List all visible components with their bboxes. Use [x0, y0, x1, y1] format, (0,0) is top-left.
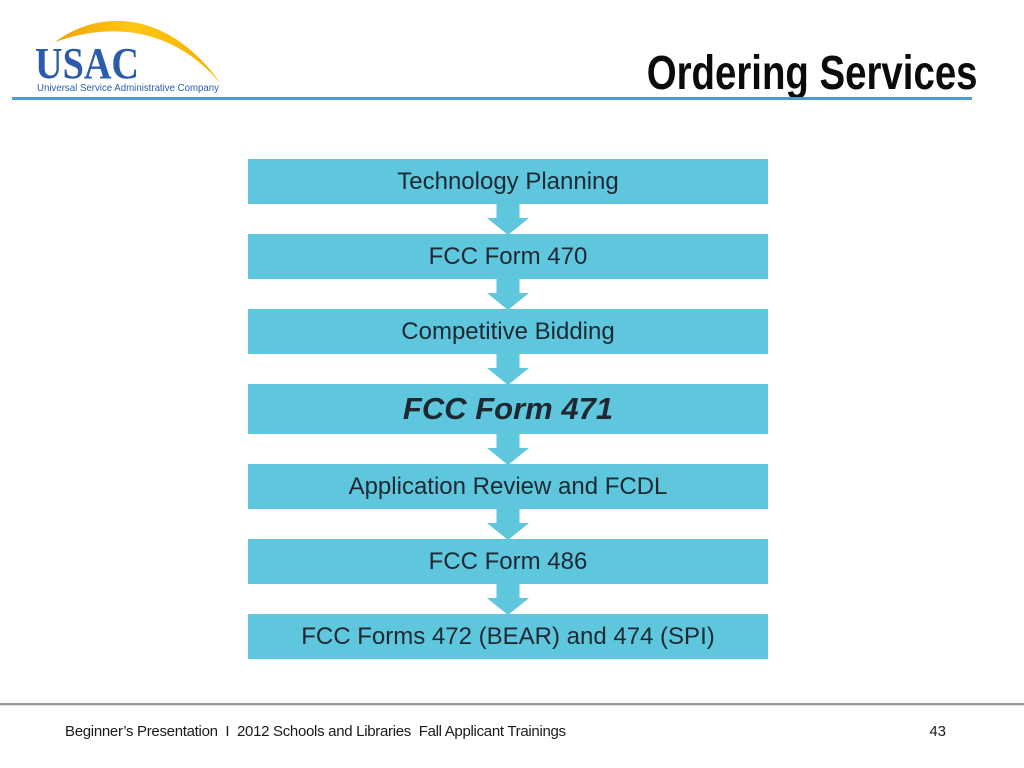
down-arrow-icon — [248, 434, 768, 464]
page-title: Ordering Services — [647, 47, 978, 100]
down-arrow-icon — [248, 204, 768, 234]
flow-step-technology-planning: Technology Planning — [248, 159, 768, 204]
down-arrow-icon — [248, 584, 768, 614]
logo-acronym: USAC — [35, 39, 139, 88]
flow-step-fcc-forms-472-474: FCC Forms 472 (BEAR) and 474 (SPI) — [248, 614, 768, 659]
usac-logo: USAC Universal Service Administrative Co… — [35, 20, 221, 94]
footer-divider — [0, 703, 1024, 706]
footer-presentation-label: Beginner’s Presentation I 2012 Schools a… — [65, 723, 566, 740]
slide-page-number: 43 — [929, 723, 946, 740]
ordering-services-flowchart: Technology Planning FCC Form 470 Competi… — [248, 159, 768, 659]
flow-step-application-review-fcdl: Application Review and FCDL — [248, 464, 768, 509]
logo-subtitle: Universal Service Administrative Company — [37, 82, 220, 94]
logo-swoosh-icon — [55, 20, 221, 84]
down-arrow-icon — [248, 354, 768, 384]
flow-step-competitive-bidding: Competitive Bidding — [248, 309, 768, 354]
flow-step-fcc-form-471: FCC Form 471 — [248, 384, 768, 434]
down-arrow-icon — [248, 509, 768, 539]
down-arrow-icon — [248, 279, 768, 309]
header-divider — [12, 97, 972, 100]
flow-step-fcc-form-486: FCC Form 486 — [248, 539, 768, 584]
flow-step-fcc-form-470: FCC Form 470 — [248, 234, 768, 279]
